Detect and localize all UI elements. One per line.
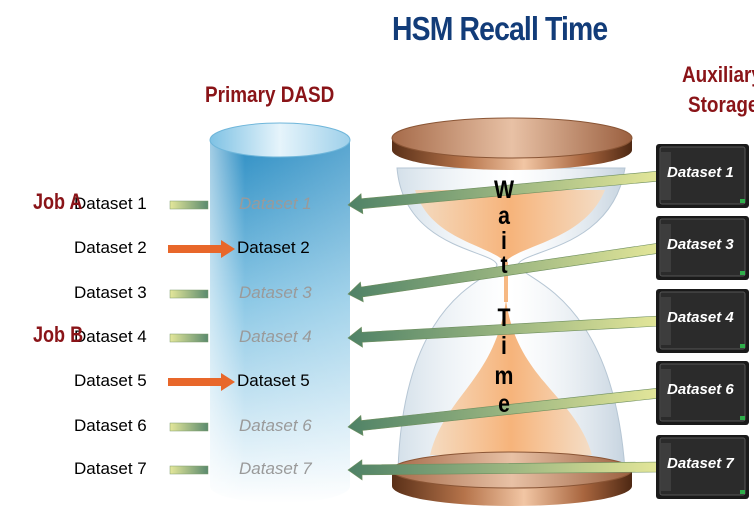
recall-arrow [347,242,662,303]
time-letter: m [494,362,514,390]
row-dataset-label: Dataset 7 [74,459,147,478]
dasd-dataset-label: Dataset 6 [239,416,312,435]
wait-letter: i [501,227,507,255]
tape-dataset-label: Dataset 3 [667,236,734,253]
time-letter: e [498,390,510,418]
tape-dataset-label: Dataset 1 [667,164,734,181]
pending-stub [169,422,209,432]
row-dataset-label: Dataset 5 [74,371,147,390]
tape-cartridge-icon [656,144,749,208]
dasd-dataset-label: Dataset 7 [239,459,312,478]
tape-cartridge-icon [656,435,749,499]
row-dataset-label: Dataset 2 [74,238,147,257]
job-label: Job B [33,322,84,347]
pending-stub [169,333,209,343]
tape-cartridge-icon [656,289,749,353]
pending-stub [169,289,209,299]
diagram-title-area: HSM Recall Time [0,0,754,50]
row-dataset-label: Dataset 1 [74,194,147,213]
dasd-dataset-label: Dataset 5 [237,371,310,390]
row-dataset-label: Dataset 3 [74,283,147,302]
primary-dasd-header: Primary DASD [205,82,335,107]
auxiliary-header-line1: Auxiliary [682,62,754,87]
auxiliary-header-line2: Storage [688,92,754,117]
dasd-dataset-label: Dataset 4 [239,327,312,346]
pending-stub [169,465,209,475]
recall-arrow [347,459,661,481]
resident-arrow [168,373,235,391]
wait-letter: t [500,251,508,279]
recall-arrow [347,315,661,348]
primary-dasd-cylinder [209,122,351,503]
dasd-dataset-label: Dataset 1 [239,194,312,213]
tape-dataset-label: Dataset 7 [667,455,734,472]
time-letter: i [501,332,507,360]
tape-dataset-label: Dataset 4 [667,309,734,326]
tape-dataset-label: Dataset 6 [667,381,734,398]
wait-letter: a [498,202,510,230]
wait-letter: W [493,176,515,204]
tape-cartridge-icon [656,361,749,425]
dasd-dataset-label: Dataset 3 [239,283,312,302]
diagram-title: HSM Recall Time [392,10,608,47]
recall-arrow [347,170,661,215]
job-label: Job A [33,189,83,214]
pending-stub [169,200,209,210]
time-letter: T [497,304,511,332]
resident-arrow [168,240,235,258]
row-dataset-label: Dataset 4 [74,327,147,346]
dasd-dataset-label: Dataset 2 [237,238,310,257]
recall-arrow [347,387,661,436]
row-dataset-label: Dataset 6 [74,416,147,435]
tape-cartridge-icon [656,216,749,280]
